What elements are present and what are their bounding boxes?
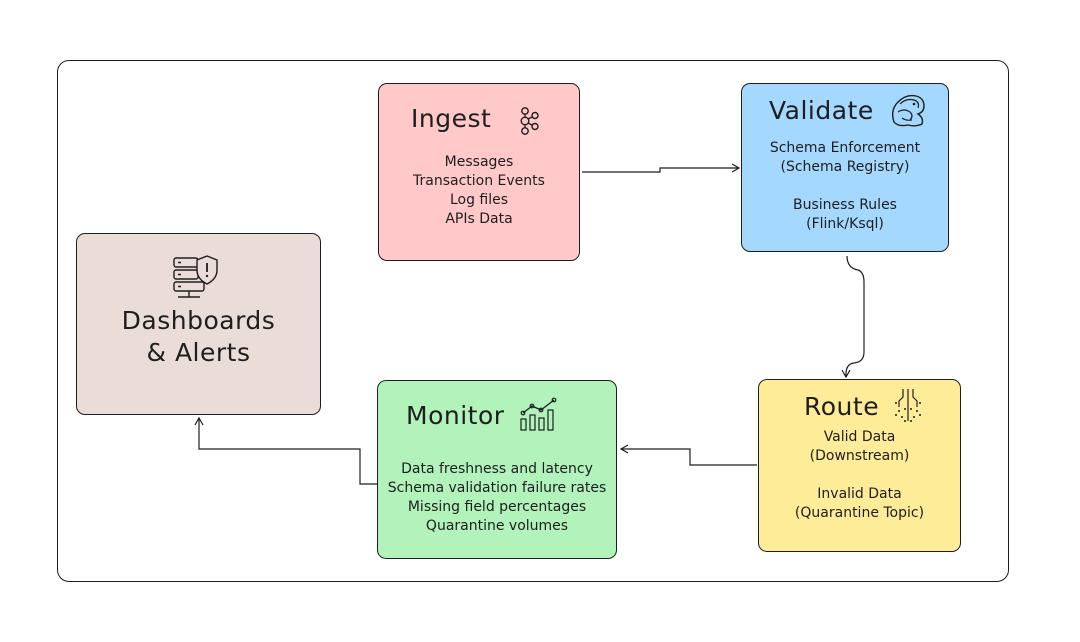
route-line: (Downstream): [809, 448, 910, 464]
kafka-icon: [520, 107, 539, 135]
route-line: Invalid Data: [817, 486, 902, 502]
validate-node: Validate Schema Enforcement (Schema Regi…: [741, 83, 949, 252]
edge-validate-route: [841, 255, 865, 379]
monitor-node: Monitor Data freshness and latency Schem…: [377, 380, 617, 559]
validate-line: [742, 177, 948, 196]
validate-line: Schema Enforcement: [769, 140, 921, 156]
edge-ingest-validate: [582, 163, 741, 173]
ingest-line: Log files: [449, 192, 509, 208]
validate-title: Validate: [769, 96, 874, 125]
ingest-line: Transaction Events: [413, 173, 545, 189]
dashboards-title-line1: Dashboards: [121, 306, 276, 335]
monitor-line: Quarantine volumes: [425, 518, 569, 534]
monitor-line: Missing field percentages: [407, 499, 587, 515]
monitor-lines: Data freshness and latency Schema valida…: [378, 460, 616, 536]
diagram-frame: [57, 60, 1009, 582]
validate-lines: Schema Enforcement (Schema Registry) Bus…: [742, 139, 948, 234]
ingest-line: Messages: [444, 154, 514, 170]
routing-icon: [895, 389, 921, 422]
route-line: (Quarantine Topic): [794, 505, 925, 521]
dashboards-title-line2: & Alerts: [146, 338, 251, 367]
validate-line: (Schema Registry): [780, 159, 910, 175]
server-shield-icon: [173, 255, 218, 298]
ingest-title: Ingest: [411, 104, 492, 133]
monitor-title: Monitor: [406, 401, 505, 430]
ingest-lines: Messages Transaction Events Log files AP…: [379, 153, 579, 229]
edge-monitor-dashboards: [194, 416, 377, 485]
validate-line: (Flink/Ksql): [806, 216, 884, 232]
edge-route-monitor: [619, 444, 757, 466]
ingest-node: Ingest Messages Transaction Events Log f…: [378, 83, 580, 261]
route-line: [759, 466, 960, 485]
validate-line: Business Rules: [793, 197, 897, 213]
route-lines: Valid Data (Downstream) Invalid Data (Qu…: [759, 428, 960, 523]
ingest-line: APIs Data: [445, 211, 513, 227]
dashboards-node: Dashboards & Alerts: [76, 233, 321, 415]
route-node: Route Valid Data (Downstream) Invalid Da…: [758, 379, 961, 552]
route-title: Route: [804, 392, 880, 421]
squirrel-icon: [891, 94, 925, 127]
monitor-line: Data freshness and latency: [401, 461, 593, 477]
monitor-line: Schema validation failure rates: [387, 480, 607, 496]
route-line: Valid Data: [823, 429, 896, 445]
bar-chart-icon: [520, 397, 557, 431]
